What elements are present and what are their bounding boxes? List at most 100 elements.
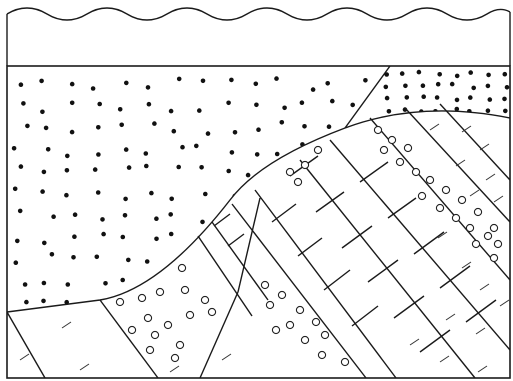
- sand-dot: [65, 154, 70, 159]
- pebble: [151, 331, 158, 338]
- pebble: [490, 254, 497, 261]
- sand-dot: [328, 256, 333, 261]
- sand-dot: [502, 97, 507, 102]
- sand-dot: [405, 95, 410, 100]
- sand-dot: [382, 275, 387, 280]
- pebble: [396, 158, 403, 165]
- sand-dot: [127, 303, 132, 308]
- pebble: [321, 331, 328, 338]
- sand-dot: [147, 102, 152, 107]
- sand-dot: [119, 123, 124, 128]
- sand-dot: [254, 298, 259, 303]
- sand-dot: [350, 212, 355, 217]
- shale-dash: [440, 356, 449, 362]
- pebble: [301, 336, 308, 343]
- pebble: [436, 204, 443, 211]
- sand-dot: [304, 236, 309, 241]
- pebble: [181, 286, 188, 293]
- pebble: [494, 240, 501, 247]
- sand-dot: [174, 298, 179, 303]
- sand-dot: [42, 241, 47, 246]
- sand-dot: [252, 197, 257, 202]
- pebble: [474, 208, 481, 215]
- sand-dot: [229, 78, 234, 83]
- sand-dot: [169, 278, 174, 283]
- water-layer: [7, 8, 510, 66]
- sand-dot: [177, 77, 182, 82]
- sand-dot: [42, 170, 47, 175]
- shale-dash: [486, 174, 495, 180]
- sand-dot: [400, 71, 405, 76]
- sand-dot: [486, 73, 491, 78]
- sand-dot: [44, 126, 49, 131]
- sand-dot: [25, 124, 30, 129]
- sand-dot: [97, 102, 102, 107]
- sand-dot: [302, 208, 307, 213]
- pebble: [404, 144, 411, 151]
- sand-dot: [278, 173, 283, 178]
- pebble: [458, 196, 465, 203]
- sand-dot: [231, 257, 236, 262]
- sand-dot: [421, 83, 426, 88]
- sand-dot: [70, 130, 75, 135]
- shale-dash: [470, 190, 479, 196]
- shale-dash: [446, 314, 455, 320]
- sand-dot: [73, 212, 78, 217]
- sand-dot: [144, 164, 149, 169]
- sand-dot: [205, 283, 210, 288]
- sand-dot: [421, 94, 426, 99]
- pebble: [272, 326, 279, 333]
- sand-dot: [436, 82, 441, 87]
- shale-dash: [62, 322, 71, 328]
- sand-dot: [354, 254, 359, 259]
- pebble: [318, 351, 325, 358]
- pebble: [286, 168, 293, 175]
- pebble: [296, 306, 303, 313]
- sand-dot: [93, 167, 98, 172]
- shale-dash: [20, 354, 29, 360]
- sand-dot: [377, 174, 382, 179]
- sand-dot: [19, 164, 24, 169]
- pebble: [301, 161, 308, 168]
- shale-dash: [476, 328, 485, 334]
- sand-dot: [194, 144, 199, 149]
- sand-dot: [40, 189, 45, 194]
- sand-dot: [325, 142, 330, 147]
- pebble: [412, 168, 419, 175]
- sand-dot: [389, 259, 394, 264]
- pebble: [156, 288, 163, 295]
- sand-dot: [152, 121, 157, 126]
- pebble: [388, 136, 395, 143]
- sand-dot: [387, 109, 392, 114]
- sand-dot: [350, 103, 355, 108]
- sand-dot: [503, 72, 508, 77]
- sand-dot: [311, 87, 316, 92]
- sand-dot: [24, 300, 29, 305]
- sand-dot: [233, 130, 238, 135]
- sand-dot: [100, 217, 105, 222]
- sand-dot: [468, 95, 473, 100]
- pebble: [380, 146, 387, 153]
- sand-dot: [273, 239, 278, 244]
- sand-dot: [120, 278, 125, 283]
- sand-dot: [206, 131, 211, 136]
- sand-dot: [302, 175, 307, 180]
- sand-dot: [101, 232, 106, 237]
- pebble: [178, 264, 185, 271]
- sand-dot: [149, 296, 154, 301]
- sand-dot: [176, 165, 181, 170]
- sand-dot: [169, 232, 174, 237]
- sand-dot: [226, 169, 231, 174]
- pebble: [146, 346, 153, 353]
- sand-dot: [42, 281, 47, 286]
- sand-dot: [357, 198, 362, 203]
- sand-dot: [124, 81, 129, 86]
- pebble: [490, 224, 497, 231]
- sand-dot: [23, 282, 28, 287]
- sand-dot: [150, 281, 155, 286]
- shale-dash: [480, 144, 489, 150]
- sand-dot: [273, 275, 278, 280]
- sand-dot: [303, 285, 308, 290]
- sand-dot: [64, 193, 69, 198]
- sand-dot: [280, 120, 285, 125]
